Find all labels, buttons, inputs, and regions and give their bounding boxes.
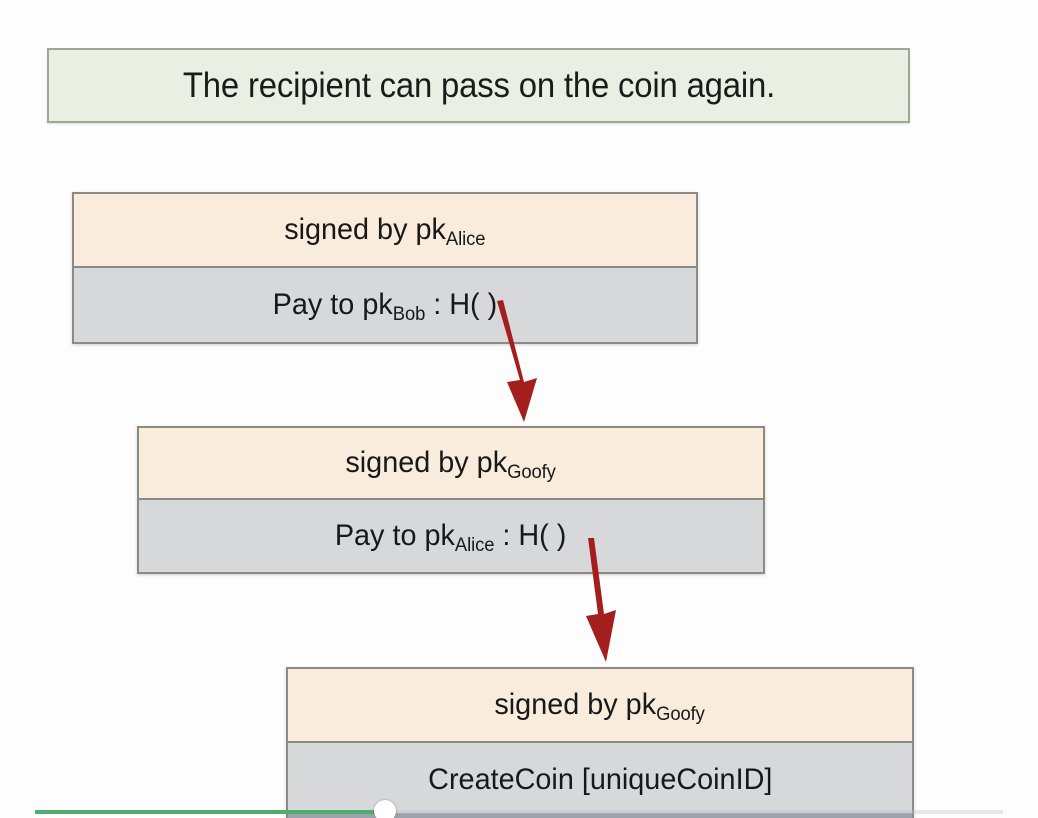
pay-to-text: Pay to pk (335, 519, 456, 552)
scrubber-track[interactable] (35, 810, 1003, 814)
signed-by-subscript: Goofy (507, 462, 557, 484)
pay-to-subscript: Alice (455, 535, 495, 557)
pay-to-text: Pay to pk (272, 288, 393, 321)
signed-by-label: signed by pkGoofy (345, 446, 556, 483)
pay-to-subscript: Bob (392, 304, 426, 326)
createcoin-label: CreateCoin [uniqueCoinID] (428, 765, 772, 795)
video-scrubber[interactable] (0, 800, 1038, 818)
pay-to-label: Pay to pkAlice : H( ) (335, 519, 567, 556)
transaction-block-goofy-to-alice: signed by pkGoofy Pay to pkAlice : H( ) (137, 426, 765, 574)
transaction-block-alice-to-bob: signed by pkAlice Pay to pkBob : H( ) (72, 192, 698, 344)
scrubber-progress (35, 810, 383, 814)
scrubber-handle[interactable] (374, 800, 396, 818)
signed-by-label: signed by pkGoofy (494, 688, 705, 725)
signed-by-text: signed by pk (494, 688, 657, 721)
createcoin-text: CreateCoin [uniqueCoinID] (427, 763, 773, 796)
banner-text: The recipient can pass on the coin again… (182, 65, 775, 105)
transaction-body-row: Pay to pkAlice : H( ) (139, 500, 763, 572)
signed-by-label: signed by pkAlice (284, 213, 485, 250)
signed-row: signed by pkAlice (74, 194, 696, 268)
signed-by-subscript: Alice (446, 229, 486, 251)
transaction-body-row: Pay to pkBob : H( ) (74, 268, 696, 342)
signed-by-text: signed by pk (284, 213, 447, 246)
signed-by-text: signed by pk (345, 446, 508, 479)
signed-row: signed by pkGoofy (288, 669, 912, 743)
slide-banner: The recipient can pass on the coin again… (47, 48, 910, 123)
signed-row: signed by pkGoofy (139, 428, 763, 500)
hash-pointer-text: : H( ) (425, 288, 498, 321)
pay-to-label: Pay to pkBob : H( ) (272, 288, 498, 325)
transaction-block-goofy-createcoin: signed by pkGoofy CreateCoin [uniqueCoin… (286, 667, 914, 818)
signed-by-subscript: Goofy (656, 704, 706, 726)
hash-pointer-text: : H( ) (494, 519, 567, 552)
slide-bottom-shadow (288, 813, 912, 818)
